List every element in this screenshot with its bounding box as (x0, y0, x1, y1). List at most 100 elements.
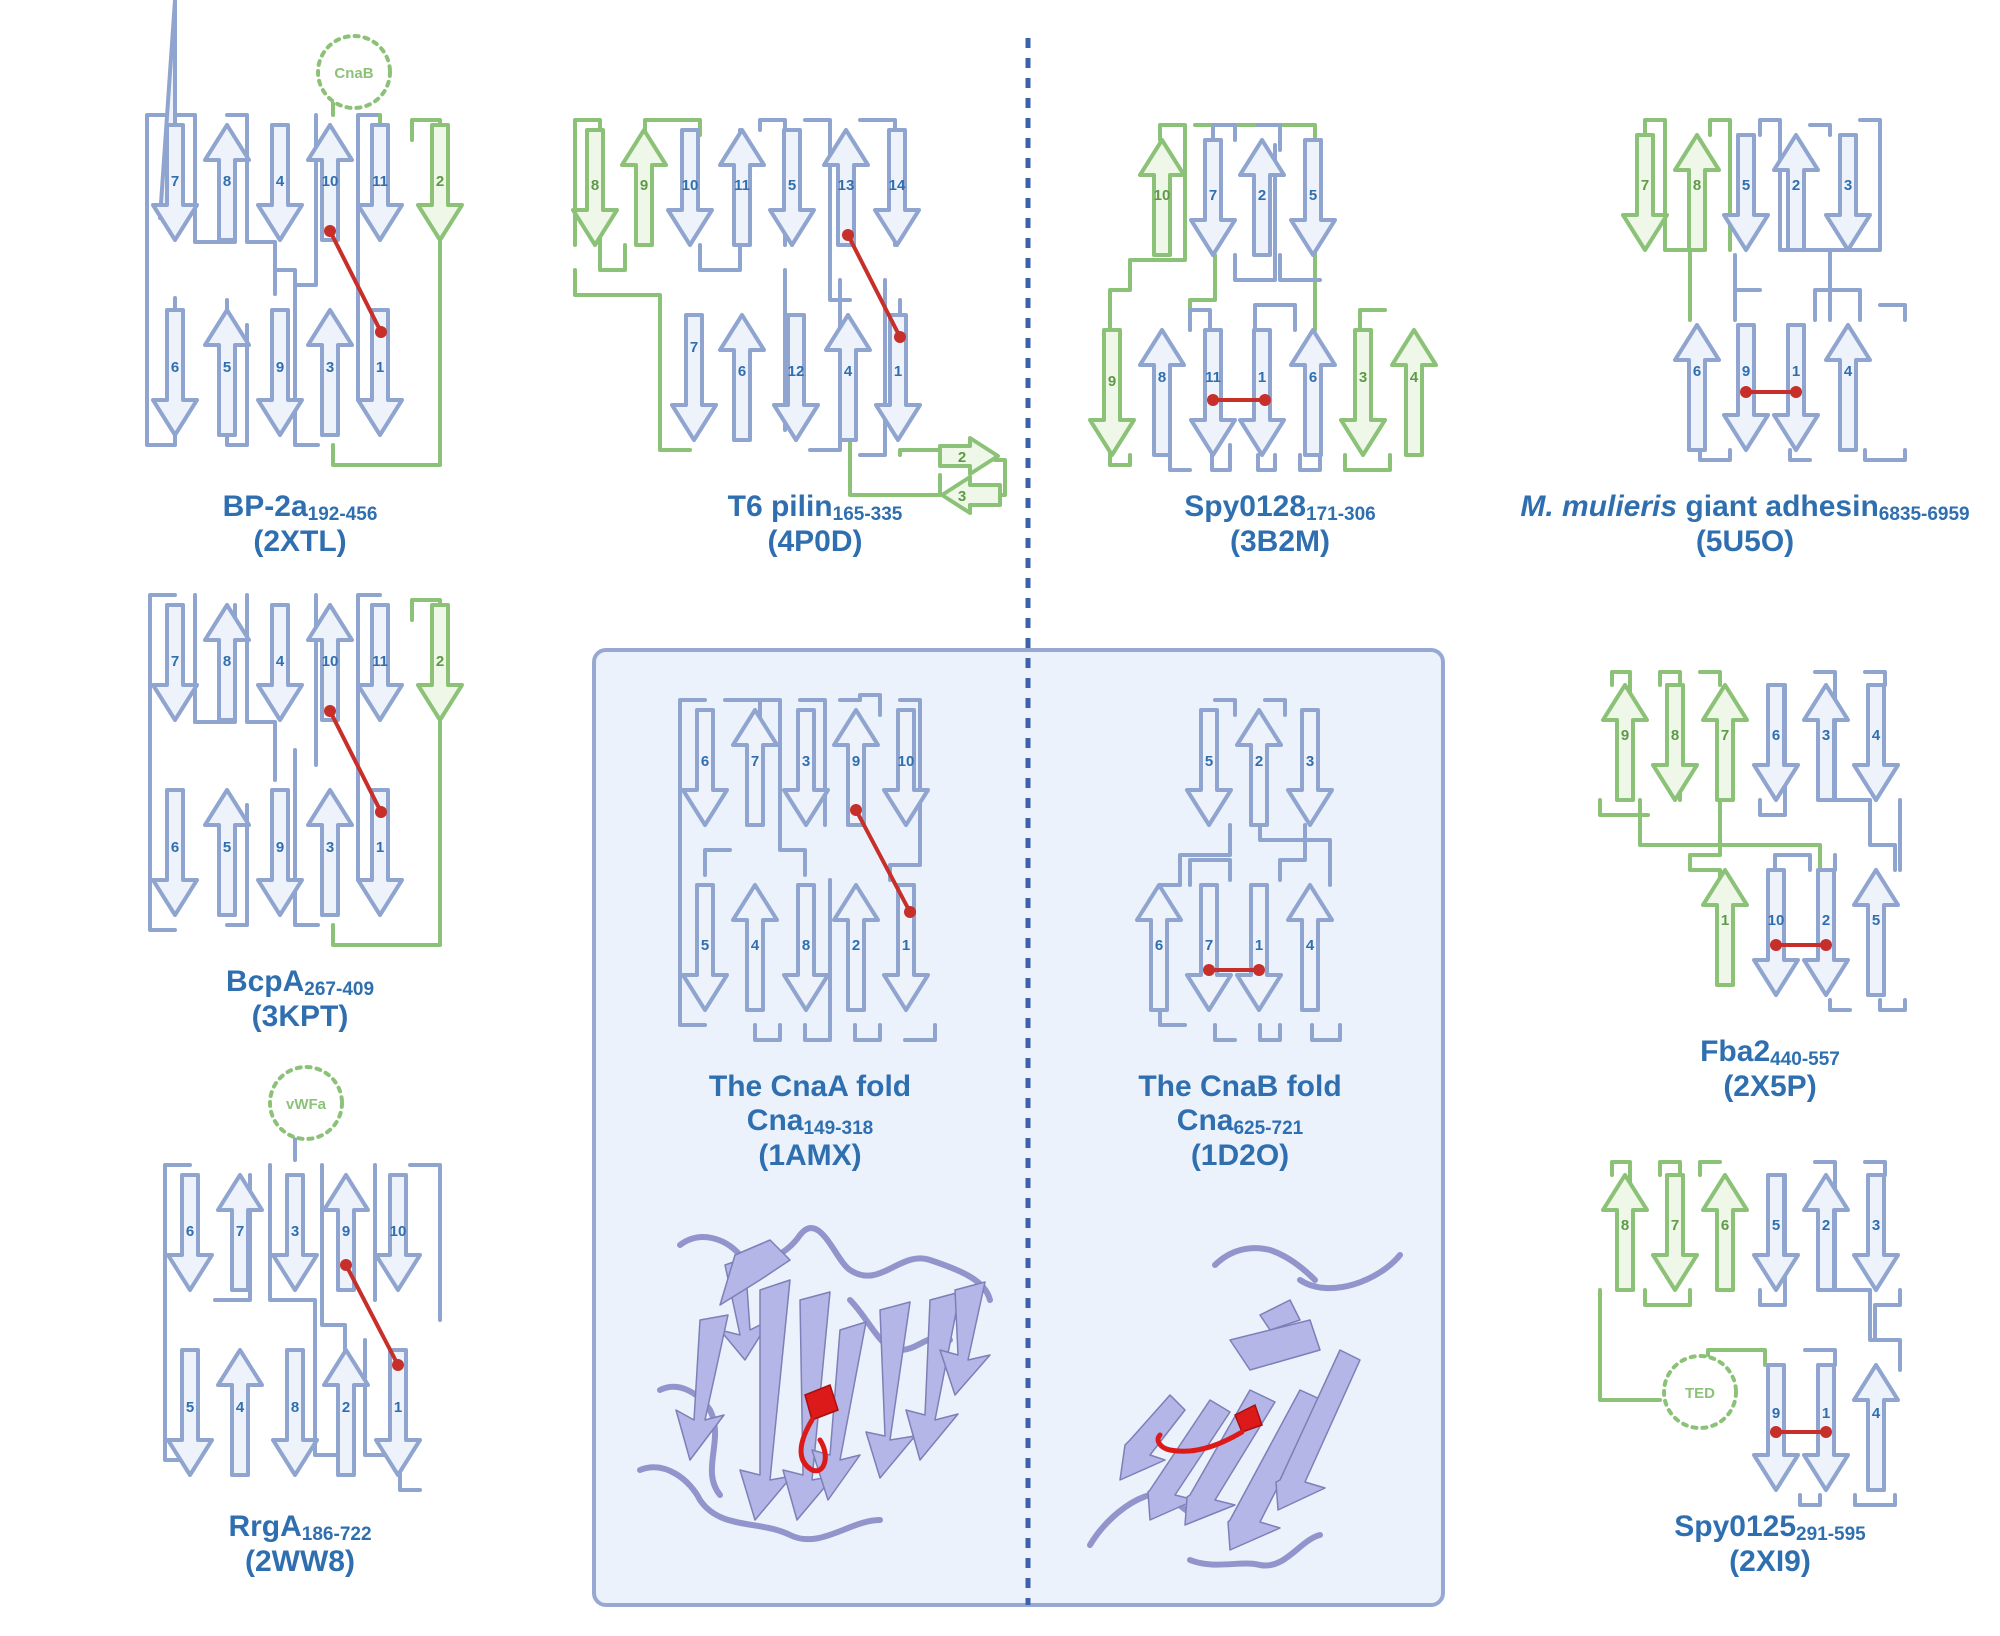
svg-text:6: 6 (1309, 369, 1317, 386)
svg-text:4: 4 (751, 937, 760, 954)
caption-bp2a: BP-2a192-456 (2XTL) (160, 490, 440, 559)
svg-text:2: 2 (436, 653, 444, 670)
svg-text:9: 9 (1108, 373, 1116, 390)
protein-name: Fba2 (1700, 1035, 1771, 1068)
protein-species: M. mulieris (1520, 490, 1678, 523)
svg-text:9: 9 (276, 359, 284, 376)
svg-text:1: 1 (1822, 1405, 1830, 1422)
svg-text:4: 4 (1306, 937, 1315, 954)
svg-text:3: 3 (802, 753, 810, 770)
svg-text:5: 5 (223, 839, 231, 856)
svg-text:10: 10 (1154, 187, 1171, 204)
svg-text:6: 6 (1772, 727, 1780, 744)
svg-text:14: 14 (889, 177, 906, 194)
caption-cnab-fold: The CnaB fold Cna625-721 (1D2O) (1090, 1070, 1390, 1172)
svg-text:8: 8 (1671, 727, 1679, 744)
svg-text:4: 4 (1872, 1405, 1881, 1422)
residue-range: 149-318 (803, 1117, 874, 1139)
pdb-id: (2XTL) (253, 525, 347, 559)
svg-text:6: 6 (738, 363, 746, 380)
protein-name: Spy0128 (1184, 490, 1307, 523)
protein-name: T6 pilin (727, 490, 833, 523)
residue-range: 165-335 (832, 504, 903, 525)
svg-text:8: 8 (291, 1399, 299, 1416)
svg-text:4: 4 (1872, 727, 1881, 744)
svg-text:2: 2 (342, 1399, 350, 1416)
svg-text:1: 1 (376, 359, 384, 376)
svg-text:4: 4 (1844, 363, 1853, 380)
svg-text:1: 1 (1721, 912, 1729, 929)
caption-fba2: Fba2440-557 (2X5P) (1620, 1035, 1920, 1104)
svg-text:5: 5 (1772, 1217, 1780, 1234)
svg-text:1: 1 (1255, 937, 1263, 954)
svg-text:4: 4 (1410, 369, 1419, 386)
svg-text:5: 5 (1205, 753, 1213, 770)
svg-text:6: 6 (186, 1223, 194, 1240)
protein-name: Cna (1176, 1103, 1234, 1137)
svg-text:13: 13 (838, 177, 855, 194)
svg-text:7: 7 (1671, 1217, 1679, 1234)
svg-text:12: 12 (788, 363, 805, 380)
svg-text:8: 8 (802, 937, 810, 954)
svg-text:9: 9 (342, 1223, 350, 1240)
pdb-id: (2WW8) (245, 1545, 355, 1579)
caption-spy0128: Spy0128171-306 (3B2M) (1130, 490, 1430, 559)
cnaa-ribbon-structure (637, 1225, 993, 1543)
pdb-id: (1AMX) (758, 1138, 862, 1172)
residue-range: 186-722 (301, 1524, 372, 1545)
svg-text:7: 7 (751, 753, 759, 770)
svg-text:6: 6 (701, 753, 709, 770)
protein-name: BP-2a (222, 490, 308, 523)
svg-text:2: 2 (958, 449, 966, 466)
svg-text:5: 5 (1872, 912, 1880, 929)
residue-range: 625-721 (1233, 1117, 1304, 1139)
domain-bubble-ted: TED (1685, 1385, 1715, 1402)
svg-text:9: 9 (1621, 727, 1629, 744)
svg-text:2: 2 (852, 937, 860, 954)
svg-text:10: 10 (1768, 912, 1785, 929)
svg-text:2: 2 (1822, 912, 1830, 929)
svg-text:7: 7 (236, 1223, 244, 1240)
svg-text:5: 5 (1309, 187, 1317, 204)
svg-text:3: 3 (1359, 369, 1367, 386)
svg-text:1: 1 (1258, 369, 1266, 386)
svg-text:4: 4 (276, 173, 285, 190)
pdb-id: (2XI9) (1729, 1545, 1811, 1579)
svg-text:5: 5 (223, 359, 231, 376)
svg-text:5: 5 (186, 1399, 194, 1416)
svg-text:2: 2 (1822, 1217, 1830, 1234)
svg-text:4: 4 (844, 363, 853, 380)
domain-bubble-vwfa: vWFa (286, 1096, 327, 1113)
svg-text:3: 3 (1306, 753, 1314, 770)
svg-text:11: 11 (372, 173, 388, 190)
svg-text:6: 6 (171, 839, 179, 856)
residue-range: 291-595 (1796, 1524, 1866, 1545)
svg-text:10: 10 (322, 653, 339, 670)
caption-bcpa: BcpA267-409 (3KPT) (160, 965, 440, 1034)
protein-name: giant adhesin (1685, 490, 1879, 523)
svg-text:1: 1 (902, 937, 910, 954)
svg-text:8: 8 (1693, 177, 1701, 194)
residue-range: 267-409 (304, 979, 375, 1000)
caption-spy0125: Spy0125291-595 (2XI9) (1620, 1510, 1920, 1579)
caption-cnaa-fold: The CnaA fold Cna149-318 (1AMX) (660, 1070, 960, 1172)
caption-m-mulieris: M. mulieris giant adhesin6835-6959 (5U5O… (1500, 490, 1990, 559)
svg-text:1: 1 (376, 839, 384, 856)
svg-text:2: 2 (1258, 187, 1266, 204)
svg-text:10: 10 (390, 1223, 407, 1240)
residue-range: 171-306 (1306, 504, 1376, 525)
pdb-id: (1D2O) (1190, 1138, 1290, 1172)
caption-t6-pilin: T6 pilin165-335 (4P0D) (660, 490, 970, 559)
svg-text:9: 9 (276, 839, 284, 856)
cnab-ribbon-structure (1087, 1245, 1403, 1569)
svg-text:3: 3 (1822, 727, 1830, 744)
svg-text:3: 3 (1844, 177, 1852, 194)
svg-text:8: 8 (1621, 1217, 1629, 1234)
